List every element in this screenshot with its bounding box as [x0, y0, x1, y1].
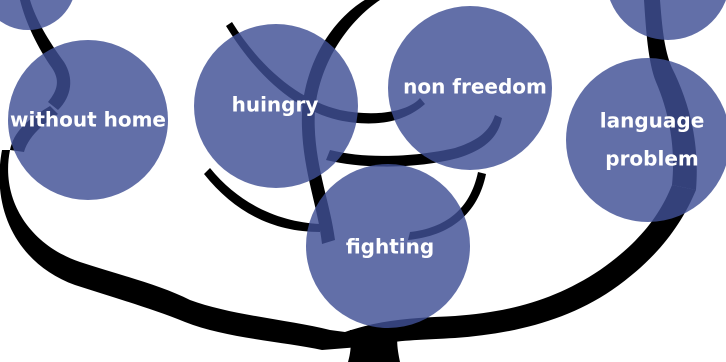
label-fighting: fighting — [346, 235, 434, 259]
branch-lower-left-swoop — [204, 168, 320, 232]
node-fighting — [306, 164, 470, 328]
label-language: language — [600, 109, 705, 133]
node-language-problem — [566, 58, 726, 222]
node-top-left-partial — [0, 0, 73, 30]
label-problem: problem — [605, 147, 699, 171]
diagram-nodes — [0, 0, 726, 328]
node-without-home — [8, 40, 168, 200]
label-non-freedom: non freedom — [403, 75, 547, 99]
node-top-right-partial — [610, 0, 726, 40]
label-huingry: huingry — [232, 93, 319, 117]
tree-trunk — [348, 330, 400, 362]
tree-crown-outline — [0, 150, 696, 350]
node-non-freedom — [388, 6, 552, 170]
diagram-labels: without home huingry non freedom languag… — [10, 75, 704, 259]
label-without-home: without home — [10, 108, 166, 132]
node-huingry — [194, 24, 358, 188]
